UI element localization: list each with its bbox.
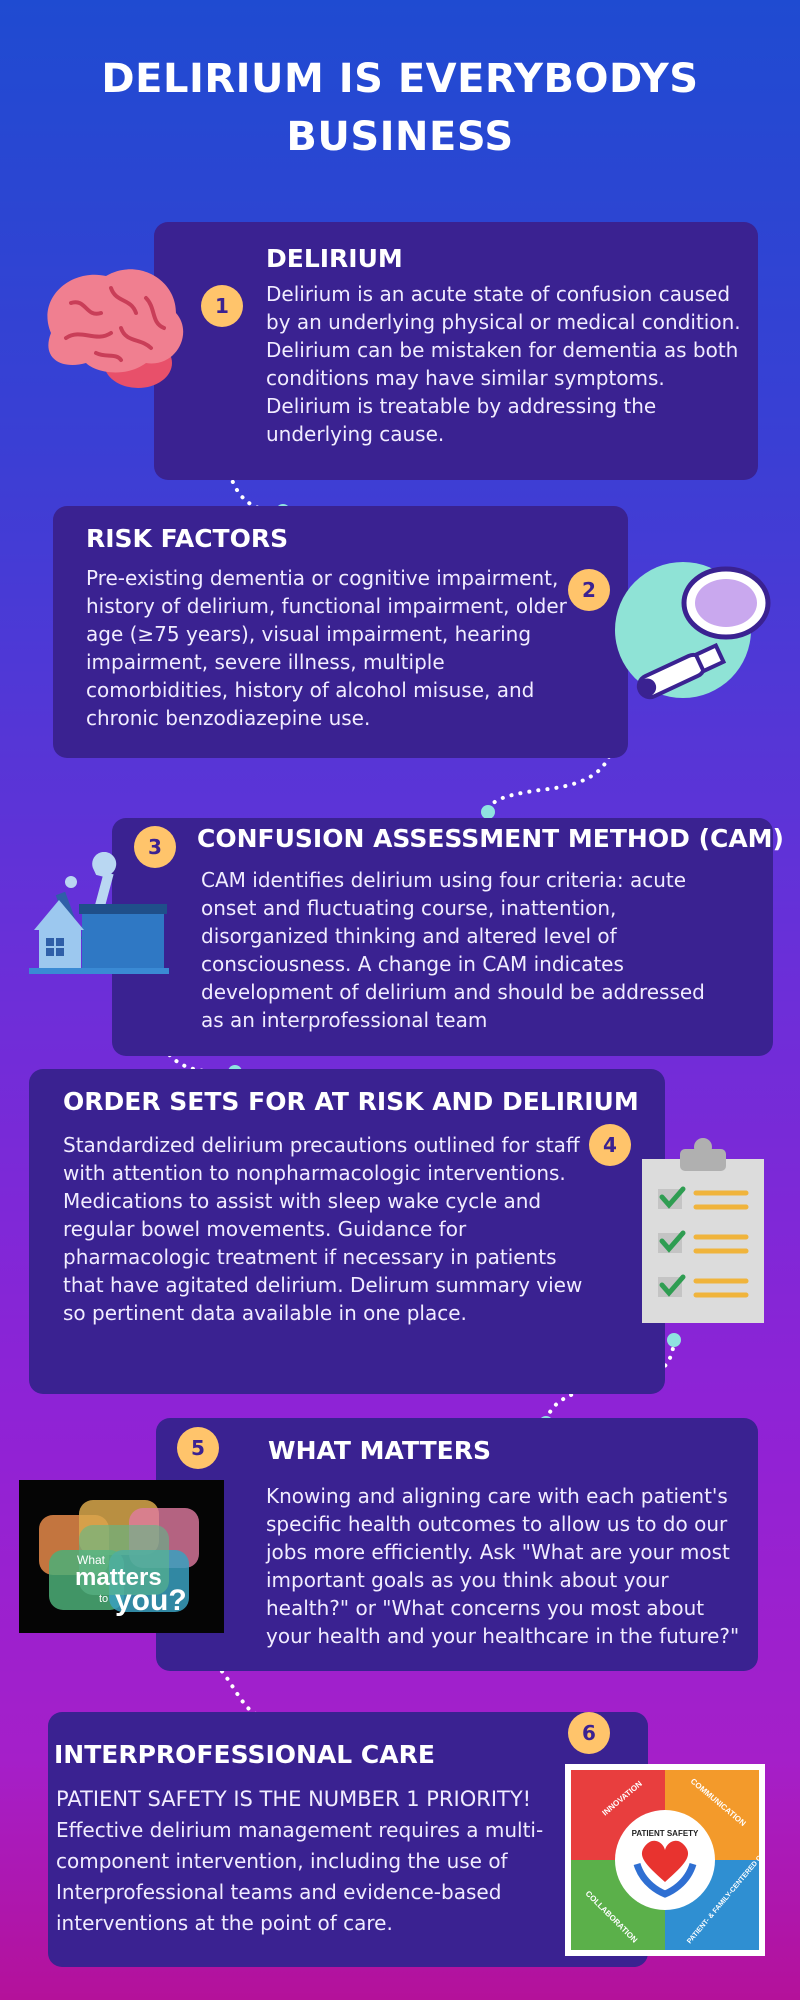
step-badge: 4 xyxy=(589,1124,631,1166)
section-emphasis: PATIENT SAFETY IS THE NUMBER 1 PRIORITY! xyxy=(56,1787,532,1811)
step-badge: 3 xyxy=(134,826,176,868)
section-order-sets: ORDER SETS FOR AT RISK AND DELIRIUM Stan… xyxy=(29,1069,665,1394)
step-badge: 6 xyxy=(568,1712,610,1754)
step-badge: 5 xyxy=(177,1427,219,1469)
step-badge: 2 xyxy=(568,569,610,611)
section-interprofessional-care: INTERPROFESSIONAL CARE PATIENT SAFETY IS… xyxy=(48,1712,648,1967)
section-cam: CONFUSION ASSESSMENT METHOD (CAM) CAM id… xyxy=(112,818,784,1056)
page-title: DELIRIUM IS EVERYBODYS BUSINESS xyxy=(101,56,699,160)
section-body: Effective delirium management requires a… xyxy=(56,1818,544,1935)
section-heading: CONFUSION ASSESSMENT METHOD (CAM) xyxy=(197,824,784,853)
section-heading: DELIRIUM xyxy=(266,244,403,273)
patient-safety-logo-icon: PATIENT SAFETY INNOVATION COMMUNICATION … xyxy=(565,1764,765,1956)
image-text-to: to xyxy=(99,1593,108,1605)
brain-icon xyxy=(47,269,184,388)
image-text-you: you? xyxy=(115,1584,187,1617)
step-badge: 1 xyxy=(201,285,243,327)
section-body: CAM identifies delirium using four crite… xyxy=(201,868,705,1032)
toolbox-icon xyxy=(29,852,169,974)
section-heading: ORDER SETS FOR AT RISK AND DELIRIUM xyxy=(63,1087,639,1116)
section-body: Pre-existing dementia or cognitive impai… xyxy=(86,566,567,730)
section-body-block: PATIENT SAFETY IS THE NUMBER 1 PRIORITY!… xyxy=(56,1784,556,1939)
section-body: Standardized delirium precautions outlin… xyxy=(63,1133,583,1325)
section-heading: WHAT MATTERS xyxy=(268,1436,491,1465)
section-body: Delirium is an acute state of confusion … xyxy=(266,282,741,446)
section-heading: RISK FACTORS xyxy=(86,524,289,553)
logo-text-center: PATIENT SAFETY xyxy=(632,1829,699,1838)
section-body: Knowing and aligning care with each pati… xyxy=(266,1484,740,1648)
image-text-what: What xyxy=(77,1553,106,1567)
section-heading: INTERPROFESSIONAL CARE xyxy=(54,1740,435,1769)
clipboard-checklist-icon xyxy=(642,1138,764,1323)
section-risk-factors: RISK FACTORS Pre-existing dementia or co… xyxy=(53,506,628,758)
speech-bubbles-icon: What matters to you? xyxy=(19,1480,224,1633)
magnifying-glass-icon xyxy=(615,562,771,700)
section-delirium: DELIRIUM Delirium is an acute state of c… xyxy=(154,222,758,480)
image-text-matters: matters xyxy=(75,1564,162,1591)
section-what-matters: WHAT MATTERS Knowing and aligning care w… xyxy=(156,1418,758,1671)
